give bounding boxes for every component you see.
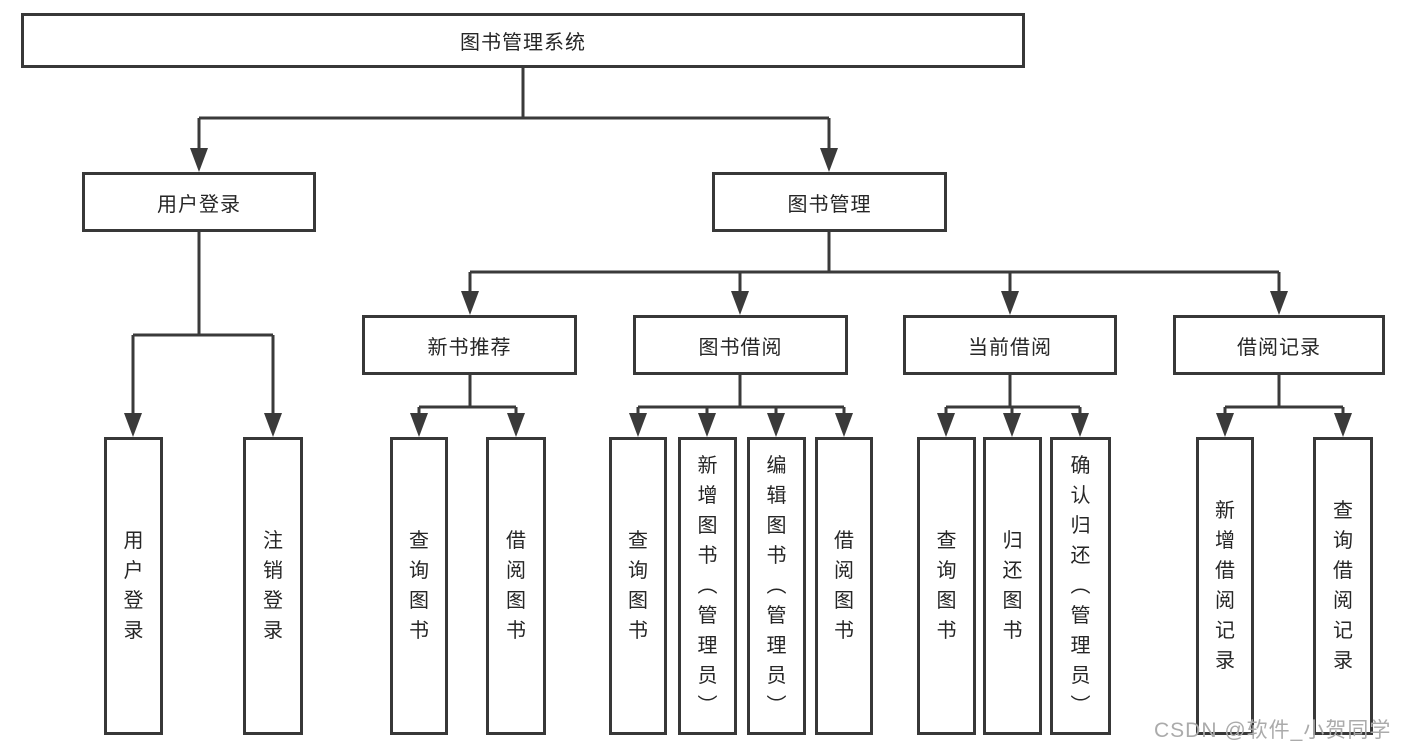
connector-new-books-to-leaves: [410, 375, 525, 437]
connector-user-login-to-leaves: [124, 232, 282, 437]
arrowhead: [1001, 291, 1019, 315]
connector-book-mgmt-to-level3: [461, 232, 1288, 315]
leaf-br-add-record-label: 新增借阅记录: [1215, 500, 1235, 672]
leaf-bb-add-books-admin-label: 新增图书︵管理员︶: [697, 455, 718, 717]
arrowhead: [767, 413, 785, 437]
leaf-nb-borrow-books: 借阅图书: [486, 437, 546, 735]
arrowhead: [190, 148, 208, 172]
node-book-borrow: 图书借阅: [633, 315, 848, 375]
leaf-bb-borrow-books-label: 借阅图书: [834, 530, 854, 642]
connector-root-to-level2: [190, 68, 838, 172]
leaf-cb-confirm-return-admin-label: 确认归还︵管理员︶: [1070, 455, 1091, 717]
arrowhead: [124, 413, 142, 437]
leaf-logout: 注销登录: [243, 437, 303, 735]
arrowhead: [461, 291, 479, 315]
leaf-bb-edit-books-admin-label: 编辑图书︵管理员︶: [766, 455, 787, 717]
arrowhead: [264, 413, 282, 437]
leaf-nb-query-books-label: 查询图书: [409, 530, 429, 642]
node-book-borrow-label: 图书借阅: [698, 336, 783, 359]
node-borrow-records-label: 借阅记录: [1237, 336, 1321, 359]
node-root-label: 图书管理系统: [460, 32, 586, 54]
leaf-bb-edit-books-admin: 编辑图书︵管理员︶: [747, 437, 806, 735]
leaf-nb-query-books: 查询图书: [390, 437, 448, 735]
leaf-bb-add-books-admin: 新增图书︵管理员︶: [678, 437, 737, 735]
leaf-br-query-record-label: 查询借阅记录: [1333, 500, 1353, 672]
connector-borrow-to-leaves: [629, 375, 853, 437]
leaf-cb-query-books-label: 查询图书: [936, 530, 957, 642]
csdn-watermark: CSDN @软件_小贺同学: [1154, 719, 1392, 742]
node-borrow-records: 借阅记录: [1173, 315, 1385, 375]
connector-current-to-leaves: [937, 375, 1089, 437]
leaf-br-add-record: 新增借阅记录: [1196, 437, 1254, 735]
node-root: 图书管理系统: [21, 13, 1025, 68]
node-book-management: 图书管理: [712, 172, 947, 232]
node-new-book-recommend-label: 新书推荐: [427, 336, 512, 359]
arrowhead: [629, 413, 647, 437]
leaf-bb-borrow-books: 借阅图书: [815, 437, 873, 735]
leaf-nb-borrow-books-label: 借阅图书: [506, 530, 526, 642]
leaf-br-query-record: 查询借阅记录: [1313, 437, 1373, 735]
connector-records-to-leaves: [1216, 375, 1352, 437]
leaf-cb-return-books-label: 归还图书: [1002, 530, 1023, 642]
leaf-bb-query-books: 查询图书: [609, 437, 667, 735]
leaf-cb-query-books: 查询图书: [917, 437, 976, 735]
arrowhead: [507, 413, 525, 437]
leaf-user-login: 用户登录: [104, 437, 163, 735]
arrowhead: [410, 413, 428, 437]
leaf-cb-confirm-return-admin: 确认归还︵管理员︶: [1050, 437, 1111, 735]
leaf-cb-return-books: 归还图书: [983, 437, 1042, 735]
leaf-user-login-label: 用户登录: [123, 530, 144, 642]
arrowhead: [1071, 413, 1089, 437]
leaf-logout-label: 注销登录: [263, 530, 283, 642]
arrowhead: [731, 291, 749, 315]
arrowhead: [1003, 413, 1021, 437]
node-current-borrow: 当前借阅: [903, 315, 1117, 375]
node-new-book-recommend: 新书推荐: [362, 315, 577, 375]
node-user-login-label: 用户登录: [157, 193, 241, 216]
arrowhead: [1270, 291, 1288, 315]
arrowhead: [698, 413, 716, 437]
node-current-borrow-label: 当前借阅: [968, 336, 1052, 359]
node-book-management-label: 图书管理: [787, 193, 872, 216]
leaf-bb-query-books-label: 查询图书: [628, 530, 648, 642]
arrowhead: [937, 413, 955, 437]
node-user-login: 用户登录: [82, 172, 316, 232]
arrowhead: [1334, 413, 1352, 437]
arrowhead: [835, 413, 853, 437]
arrowhead: [820, 148, 838, 172]
arrowhead: [1216, 413, 1234, 437]
